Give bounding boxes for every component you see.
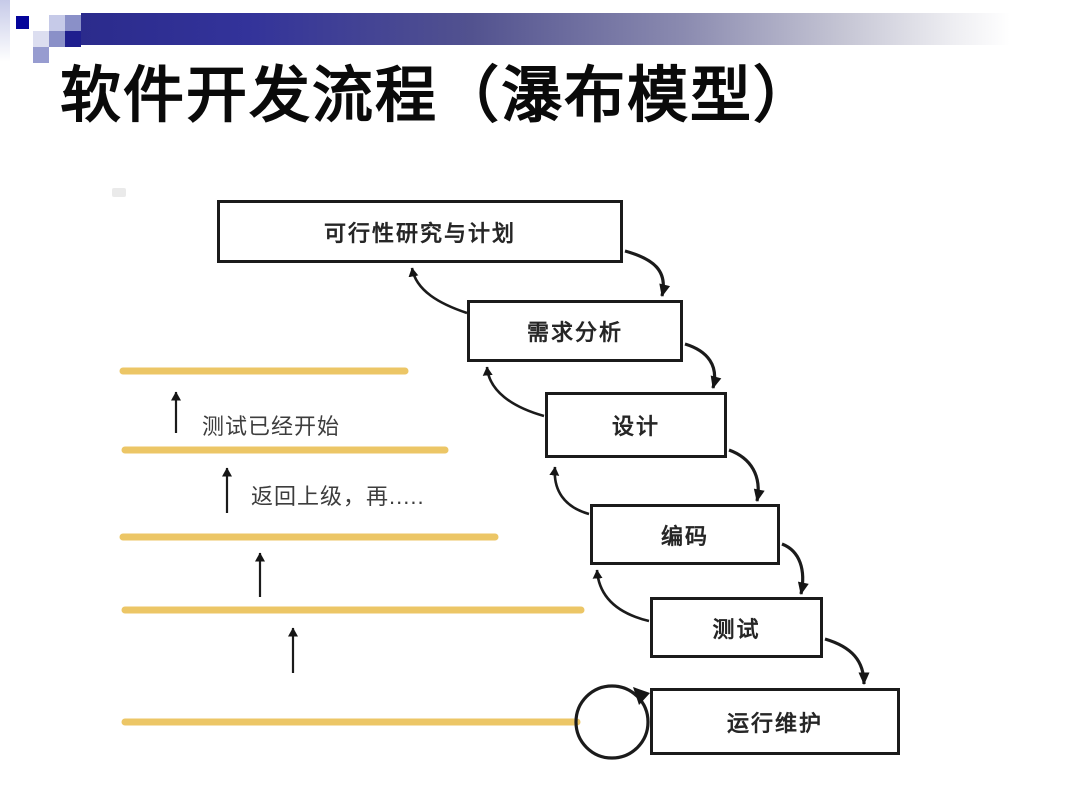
- flow-box-feasibility: 可行性研究与计划: [217, 200, 623, 263]
- page-title: 软件开发流程（瀑布模型）: [60, 60, 817, 131]
- flow-box-design: 设计: [545, 392, 727, 458]
- decor-square: [33, 31, 49, 47]
- annotation-testing-started: 测试已经开始: [202, 414, 341, 439]
- decor-square: [49, 31, 65, 47]
- image-artifact: [112, 188, 126, 197]
- up-arrows: [171, 391, 298, 673]
- loop-circle: [574, 684, 650, 760]
- title-bar-gradient: [81, 13, 1010, 45]
- decor-square: [49, 15, 65, 31]
- loop-arrowhead: [633, 687, 650, 705]
- forward-flow-arrows: [624, 249, 870, 685]
- maintenance-loop: [574, 684, 650, 760]
- annotation-return-upper: 返回上级，再.....: [251, 484, 425, 509]
- flow-box-requirements: 需求分析: [467, 300, 683, 362]
- feedback-arrows: [408, 267, 650, 623]
- stage-yellow-lines: [119, 367, 585, 726]
- decor-gradient-strip: [0, 0, 10, 62]
- decor-square: [33, 47, 49, 63]
- decor-square: [65, 31, 81, 47]
- flow-box-testing: 测试: [650, 597, 823, 658]
- flow-box-coding: 编码: [590, 504, 780, 565]
- flow-box-maintenance: 运行维护: [650, 688, 900, 755]
- decor-square: [16, 16, 29, 29]
- decor-square: [65, 15, 81, 31]
